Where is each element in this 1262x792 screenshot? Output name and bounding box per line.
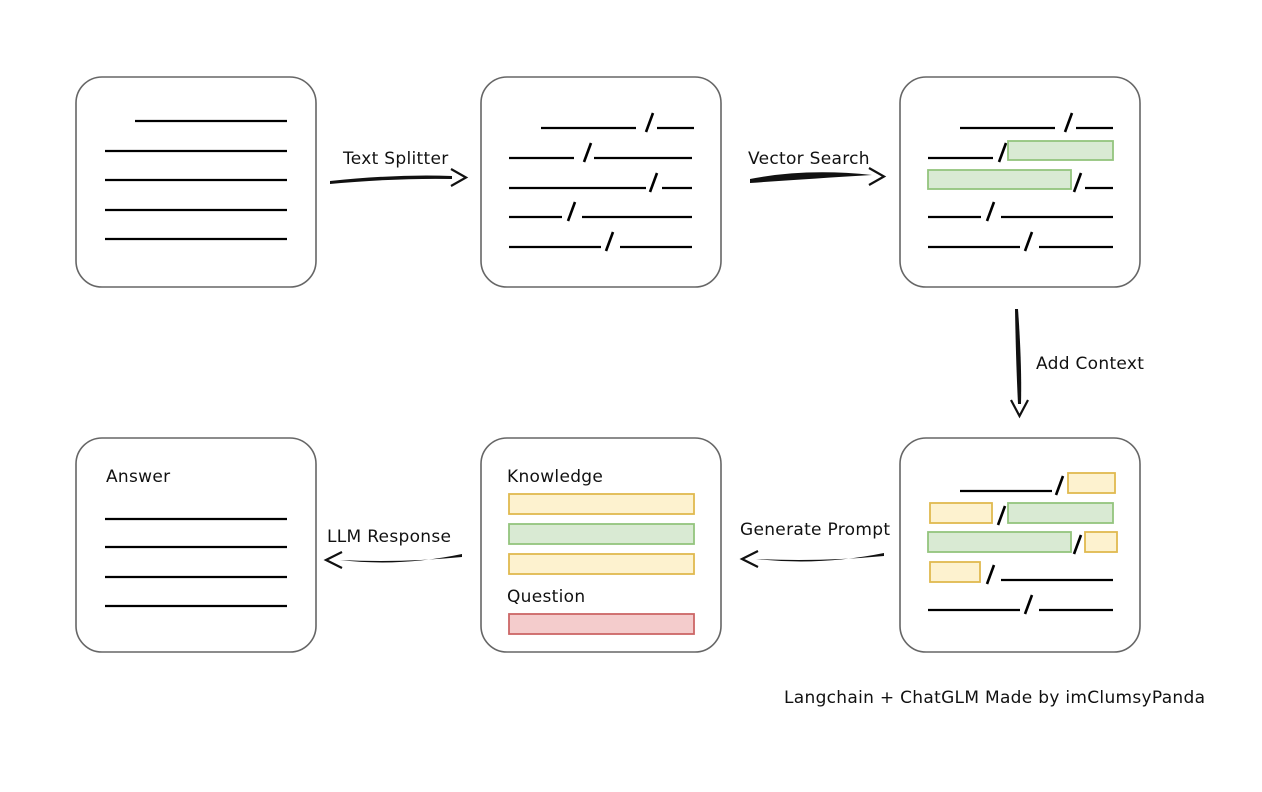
node-context-document[interactable]	[899, 437, 1141, 653]
llm-response-arrow-shaft	[340, 554, 462, 563]
node-answer-box[interactable]: Answer	[75, 437, 317, 653]
text-splitter-arrow-shaft	[330, 175, 452, 184]
knowledge-chunk-yellow-1[interactable]	[508, 493, 695, 515]
prompt-question-heading: Question	[507, 587, 585, 607]
context-chunk-yellow-4[interactable]	[929, 561, 981, 583]
vector-search-arrow-shaft	[750, 172, 872, 183]
edge-text-splitter[interactable]: Text Splitter	[330, 149, 469, 187]
context-chunk-yellow-1[interactable]	[1067, 472, 1116, 494]
prompt-box[interactable]	[480, 437, 722, 653]
footer-credit: Langchain + ChatGLM Made by imClumsyPand…	[784, 688, 1205, 708]
matched-chunk-green-2[interactable]	[927, 169, 1072, 190]
edge-vector-search-label: Vector Search	[748, 149, 870, 169]
split-document-lines	[509, 112, 694, 252]
node-source-document[interactable]	[75, 76, 317, 288]
source-document-box[interactable]	[75, 76, 317, 288]
add-context-arrow-head	[1010, 399, 1029, 419]
prompt-knowledge-heading: Knowledge	[507, 467, 603, 487]
edge-vector-search[interactable]: Vector Search	[748, 149, 887, 186]
edge-add-context[interactable]: Add Context	[1010, 309, 1144, 419]
edge-llm-response[interactable]: LLM Response	[323, 527, 462, 569]
knowledge-chunk-yellow-2[interactable]	[508, 553, 695, 575]
add-context-arrow-shaft	[1015, 309, 1022, 404]
split-document-box[interactable]	[480, 76, 722, 288]
vector-search-arrow-head	[868, 167, 887, 186]
matched-document-lines	[927, 112, 1114, 252]
llm-response-arrow-head	[323, 551, 343, 569]
context-chunk-green-2[interactable]	[927, 531, 1072, 553]
edge-text-splitter-label: Text Splitter	[342, 149, 449, 169]
edge-generate-prompt-label: Generate Prompt	[740, 520, 890, 540]
knowledge-chunk-green-1[interactable]	[508, 523, 695, 545]
question-chunk-red[interactable]	[508, 613, 695, 635]
edge-add-context-label: Add Context	[1036, 354, 1144, 374]
answer-box[interactable]	[75, 437, 317, 653]
generate-prompt-arrow-head	[739, 550, 759, 568]
generate-prompt-arrow-shaft	[756, 553, 884, 562]
node-prompt-box[interactable]: Knowledge Question	[480, 437, 722, 653]
context-document-lines	[927, 472, 1118, 615]
context-chunk-yellow-2[interactable]	[929, 502, 993, 524]
node-matched-document[interactable]	[899, 76, 1141, 288]
node-split-document[interactable]	[480, 76, 722, 288]
text-splitter-arrow-head	[450, 168, 469, 187]
source-document-lines	[105, 119, 287, 241]
edge-generate-prompt[interactable]: Generate Prompt	[739, 520, 890, 568]
answer-box-lines	[105, 517, 287, 608]
context-chunk-yellow-3[interactable]	[1084, 531, 1118, 553]
context-chunk-green-1[interactable]	[1007, 502, 1114, 524]
answer-heading: Answer	[106, 467, 170, 487]
edge-llm-response-label: LLM Response	[327, 527, 451, 547]
matched-chunk-green-1[interactable]	[1007, 140, 1114, 161]
